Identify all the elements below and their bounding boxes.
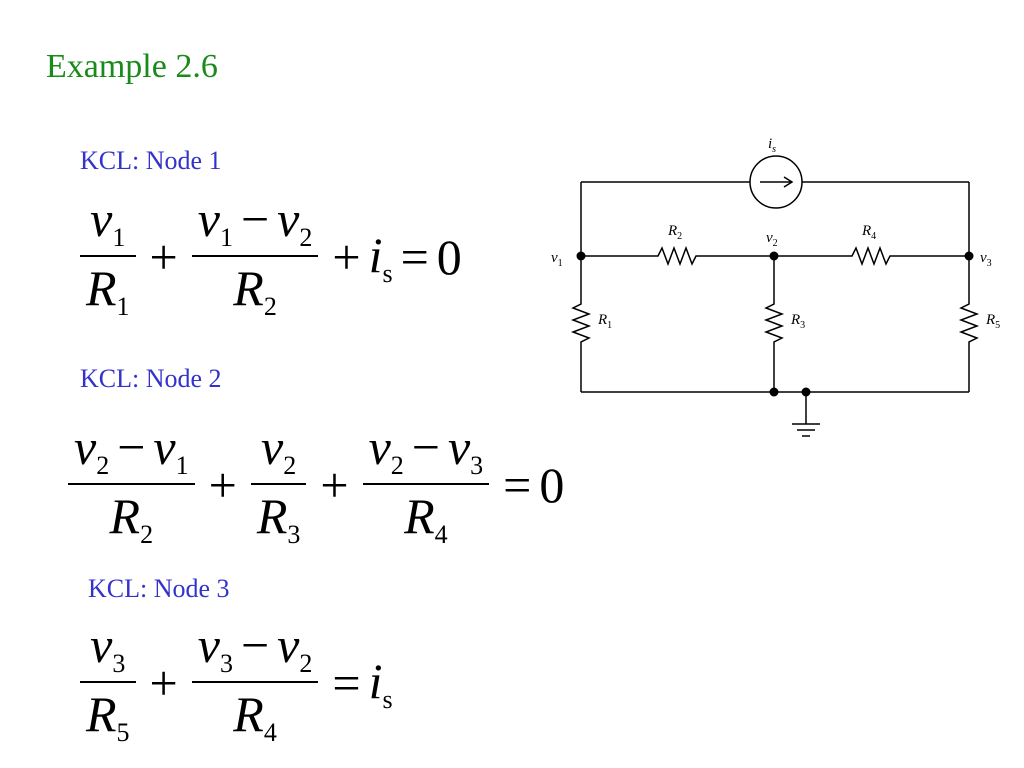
fraction-v2-minus-v3-over-r4: v2−v3 R4 (362, 422, 490, 548)
label-r4: R4 (861, 223, 876, 242)
label-v1: v1 (551, 250, 563, 269)
kcl-node1-label: KCL: Node 1 (80, 146, 222, 175)
zero: 0 (539, 457, 565, 513)
node-dot (964, 251, 974, 261)
node-dot (769, 251, 779, 261)
label-is: is (768, 136, 776, 155)
plus-sign: + (332, 229, 361, 285)
top-wire (580, 181, 970, 256)
plus-sign: + (149, 655, 178, 711)
fraction-v2-minus-v1-over-r2: v2−v1 R2 (68, 422, 195, 548)
kcl-node2-label: KCL: Node 2 (80, 364, 222, 393)
current-is: is (368, 226, 393, 288)
label-v3: v3 (980, 250, 992, 269)
node-dot (801, 387, 811, 397)
circuit-diagram: is v1 v2 v3 R1 R2 R3 R4 R5 (551, 136, 1000, 437)
equals-sign: = (503, 457, 532, 513)
equals-sign: = (332, 655, 361, 711)
fraction-v3-over-r5: v3 R5 (80, 620, 136, 746)
equals-sign: = (400, 229, 429, 285)
equation-node2: v2−v1 R2 + v2 R3 + v2−v3 R4 = 0 (62, 422, 564, 548)
equation-node3: v3 R5 + v3−v2 R4 = is (74, 620, 393, 746)
equation-node1: v1 R1 + v1−v2 R2 + is = 0 (74, 194, 462, 320)
label-r1: R1 (597, 312, 612, 331)
resistor-r3-icon (763, 256, 785, 392)
node-dot (769, 387, 779, 397)
resistor-r5-icon (958, 256, 980, 392)
plus-sign: + (320, 457, 349, 513)
source-arrow-icon (760, 176, 794, 188)
slide-title: Example 2.6 (46, 48, 218, 85)
plus-sign: + (208, 457, 237, 513)
current-is: is (368, 652, 393, 714)
resistor-r1-icon (570, 256, 592, 392)
ground-icon (792, 392, 820, 437)
fraction-v3-minus-v2-over-r4: v3−v2 R4 (191, 620, 319, 746)
fraction-v2-over-r3: v2 R3 (250, 422, 307, 548)
label-v2: v2 (766, 230, 778, 249)
current-source-icon (749, 155, 803, 209)
node-dot (576, 251, 586, 261)
fraction-v1-minus-v2-over-r2: v1−v2 R2 (191, 194, 319, 320)
zero: 0 (436, 229, 462, 285)
plus-sign: + (149, 229, 178, 285)
kcl-node3-label: KCL: Node 3 (88, 574, 230, 603)
label-r2: R2 (667, 223, 682, 242)
label-r3: R3 (790, 312, 805, 331)
label-r5: R5 (985, 312, 1000, 331)
fraction-v1-over-r1: v1 R1 (80, 194, 136, 320)
